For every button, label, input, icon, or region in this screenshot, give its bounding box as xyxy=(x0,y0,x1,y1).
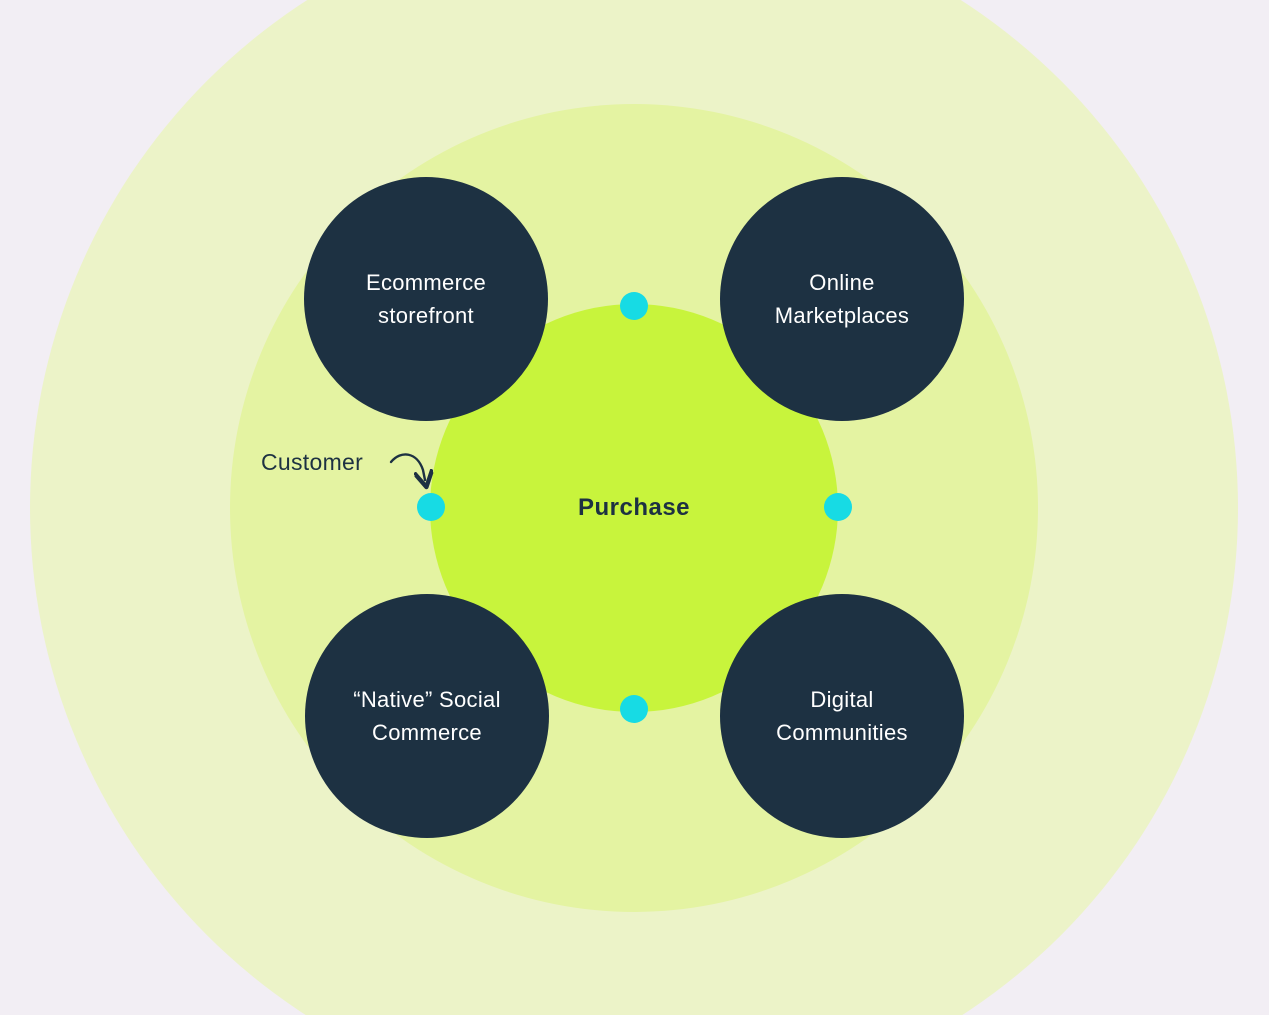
purchase-label: Purchase xyxy=(577,494,691,521)
node-native-social-commerce: “Native” Social Commerce xyxy=(305,594,549,838)
connector-dot-top xyxy=(620,292,648,320)
node-ecommerce-storefront: Ecommerce storefront xyxy=(304,177,548,421)
node-label: Ecommerce storefront xyxy=(365,270,487,328)
node-online-marketplaces: Online Marketplaces xyxy=(720,177,964,421)
connector-dot-left xyxy=(417,493,445,521)
node-label: Online Marketplaces xyxy=(774,270,910,328)
connector-dot-right xyxy=(824,493,852,521)
node-label: Digital Communities xyxy=(776,687,908,745)
node-label: “Native” Social Commerce xyxy=(353,687,501,745)
customer-label: Customer xyxy=(261,449,364,475)
customer-arrow-icon xyxy=(389,453,439,494)
node-digital-communities: Digital Communities xyxy=(720,594,964,838)
connector-dot-bottom xyxy=(620,695,648,723)
